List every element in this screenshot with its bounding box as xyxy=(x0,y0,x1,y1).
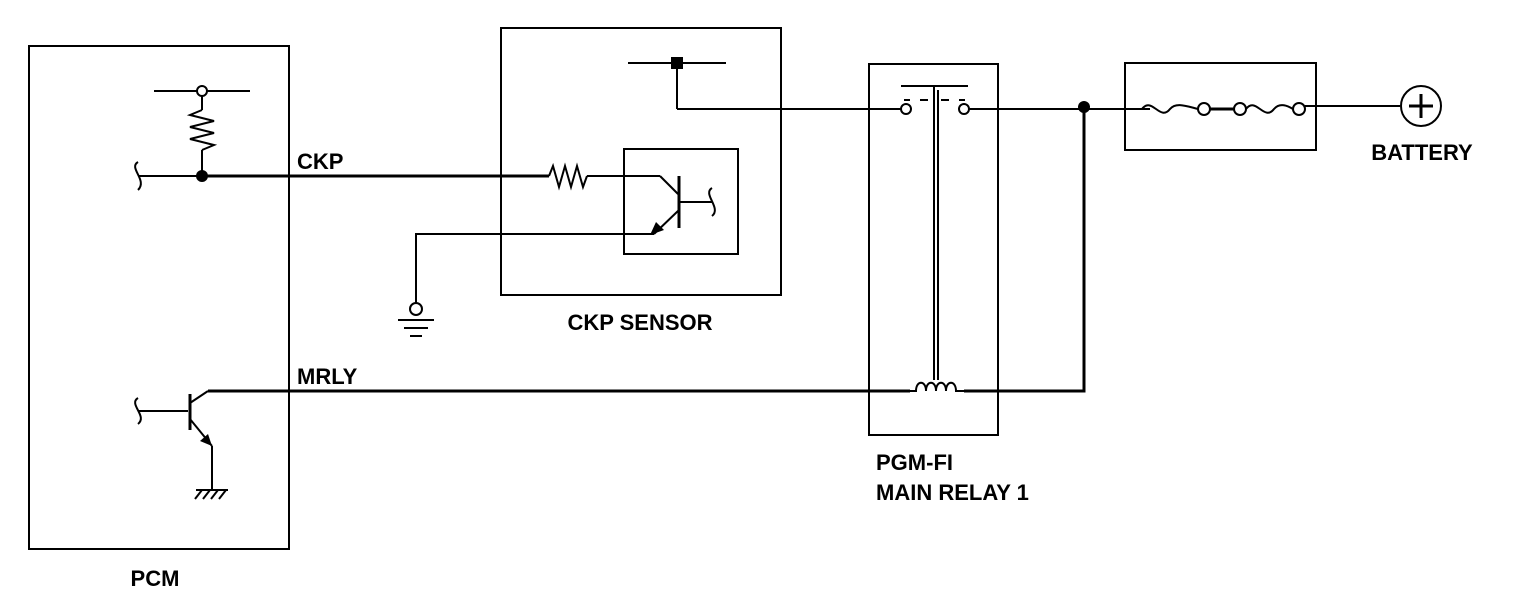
emitter-arrow-icon xyxy=(200,434,212,446)
relay-coil-supply-wire xyxy=(964,107,1086,393)
sensor-connector-terminal xyxy=(671,57,683,69)
ckp-sensor-label: CKP SENSOR xyxy=(567,310,712,335)
fuse-icon xyxy=(1245,104,1294,114)
pcm-label: PCM xyxy=(131,566,180,591)
relay-label-line2: MAIN RELAY 1 xyxy=(876,480,1029,505)
pgm-fi-main-relay-1: PGM-FI MAIN RELAY 1 xyxy=(868,63,1029,505)
pullup-terminal xyxy=(196,85,208,97)
sensor-series-resistor xyxy=(548,162,588,191)
relay-coil-icon xyxy=(910,381,964,392)
fuse-terminal xyxy=(1292,102,1306,116)
chassis-ground-icon xyxy=(194,489,228,500)
relay-box xyxy=(868,63,999,436)
sensor-pickup-symbol xyxy=(708,187,716,217)
signal-ground-icon xyxy=(398,319,434,337)
mrly-wire-label: MRLY xyxy=(297,364,358,389)
mrly-transistor-collector xyxy=(189,390,209,404)
fuse-terminal xyxy=(1233,102,1247,116)
pcm-module: PCM xyxy=(28,45,290,591)
ckp-wire-label: CKP xyxy=(297,149,343,174)
battery-label: BATTERY xyxy=(1371,140,1473,165)
relay-contact-right xyxy=(958,103,970,115)
ckp-sensor-box xyxy=(500,27,782,296)
relay-contact-left xyxy=(900,103,912,115)
relay-label-line1: PGM-FI xyxy=(876,450,953,475)
pcm-ckp-input-symbol xyxy=(134,161,142,191)
pullup-resistor-symbol xyxy=(186,109,218,151)
sensor-transistor-collector xyxy=(659,175,679,195)
fuse-box xyxy=(1124,62,1317,151)
sensor-emitter-arrow-icon xyxy=(650,222,664,235)
ckp-sensor: CKP SENSOR xyxy=(398,27,782,337)
pcm-box xyxy=(28,45,290,550)
fuse-icon xyxy=(1141,104,1199,114)
battery: BATTERY xyxy=(1371,85,1473,165)
sensor-ground-terminal xyxy=(409,302,423,316)
sensor-ground-wire xyxy=(415,233,654,304)
fuse-terminal xyxy=(1197,102,1211,116)
sensor-transistor-box xyxy=(623,148,739,255)
